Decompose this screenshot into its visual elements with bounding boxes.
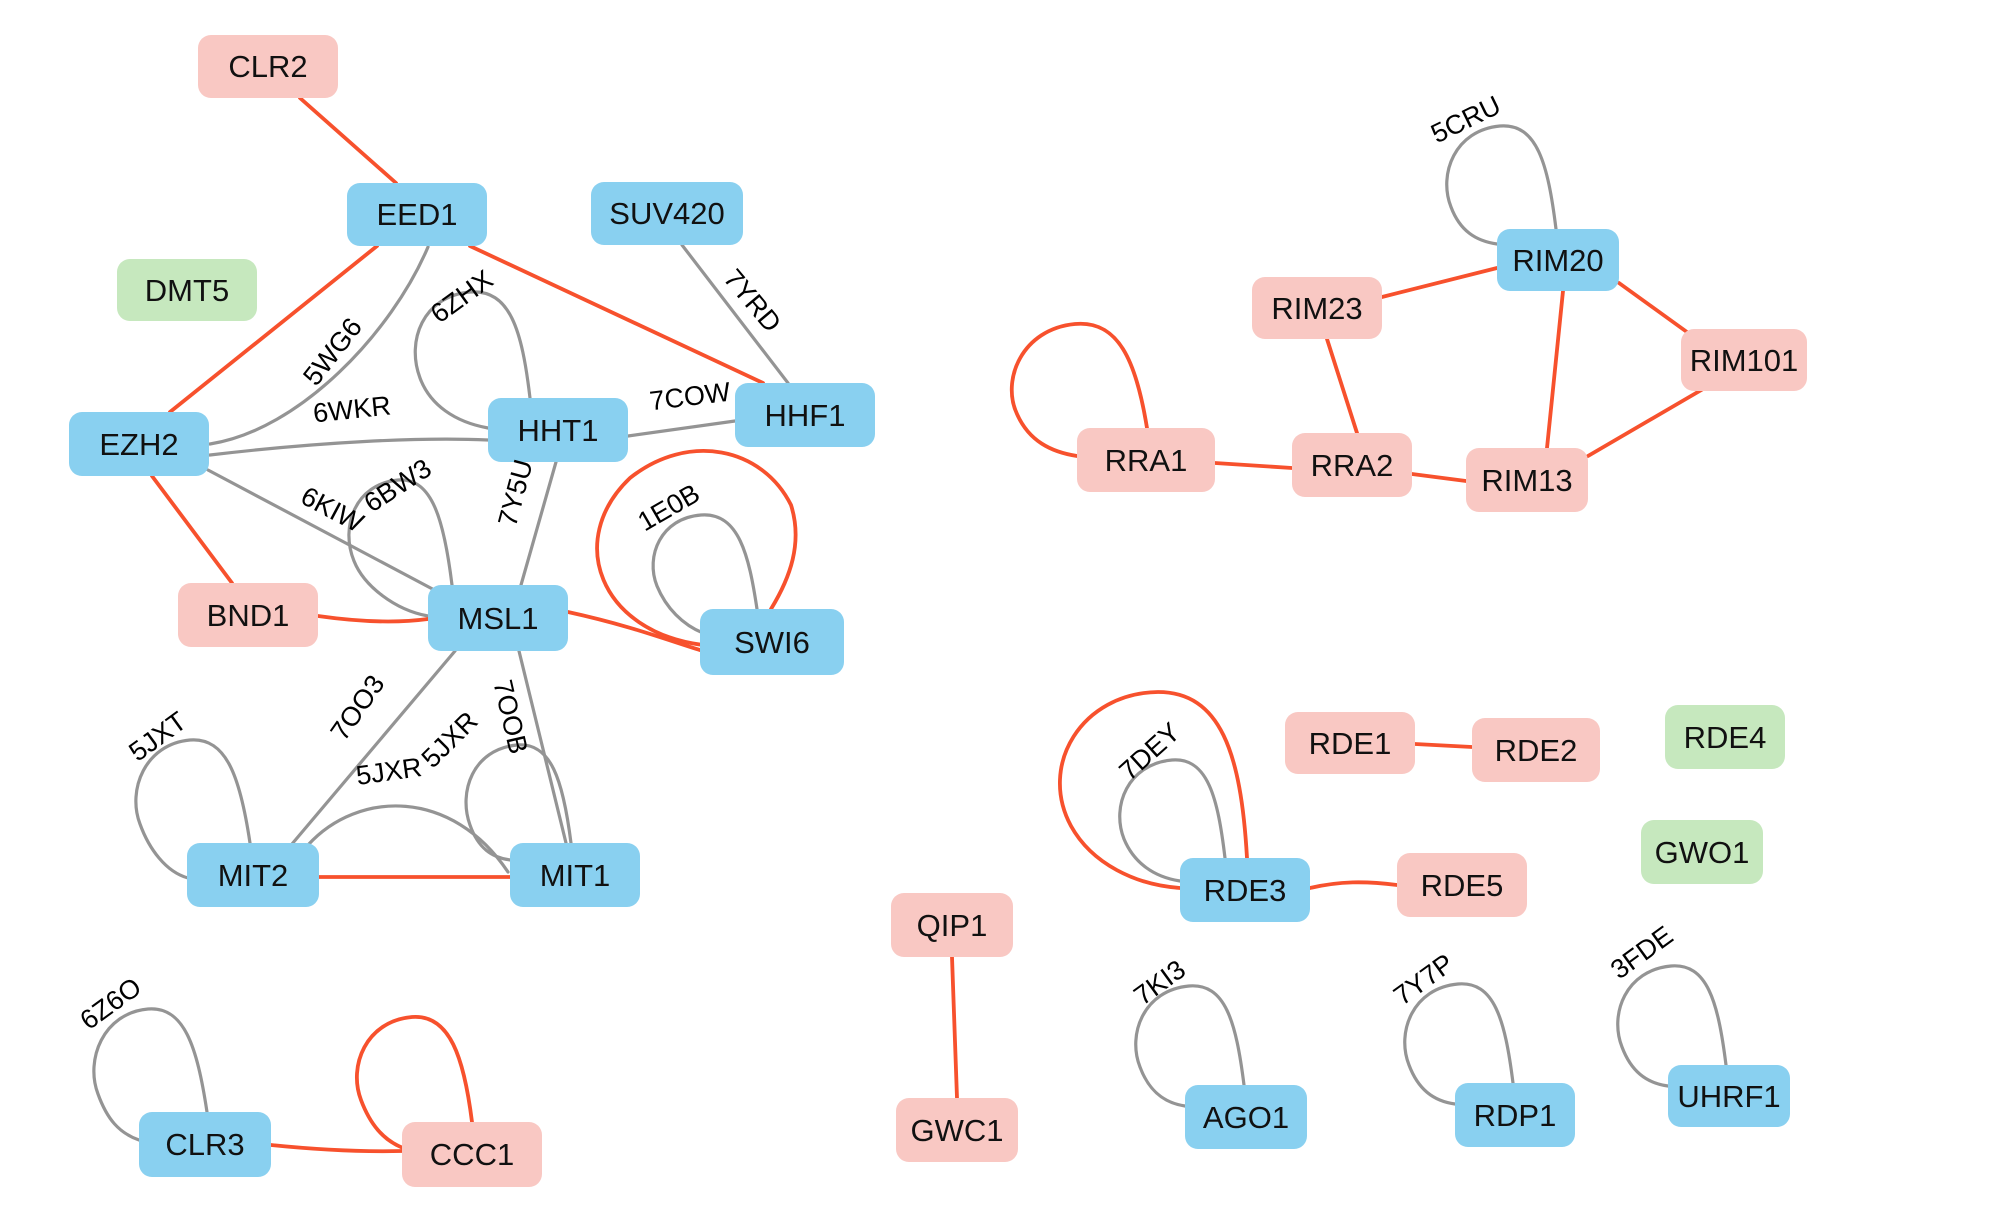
node-GWC1[interactable]: GWC1 <box>896 1098 1018 1162</box>
edge-UHRF1-selfloop-3FDE[interactable] <box>1616 964 1728 1088</box>
node-MIT1[interactable]: MIT1 <box>510 843 640 907</box>
node-HHF1[interactable]: HHF1 <box>735 383 875 447</box>
edge-RDE3-RDE5[interactable] <box>1308 880 1399 890</box>
edge-EED1-EZH2-5WG6[interactable] <box>208 245 430 446</box>
edge-RIM20-selfloop-5CRU[interactable] <box>1445 124 1558 246</box>
node-RIM13[interactable]: RIM13 <box>1466 448 1588 512</box>
edge-BND1-MSL1[interactable] <box>316 614 430 624</box>
edge-CLR3-selfloop-6Z6O[interactable] <box>92 1007 209 1142</box>
edge-MIT2-selfloop-5JXT[interactable] <box>134 738 252 880</box>
node-EED1[interactable]: EED1 <box>347 183 487 246</box>
edge-RRA2-RIM13[interactable] <box>1410 472 1468 483</box>
node-SWI6[interactable]: SWI6 <box>700 609 844 675</box>
node-CCC1[interactable]: CCC1 <box>402 1122 542 1187</box>
edge-RDE3-red-selfloop[interactable] <box>1058 690 1249 890</box>
edge-RRA1-RRA2[interactable] <box>1213 461 1294 470</box>
edge-EED1-HHF1[interactable] <box>468 244 765 385</box>
edge-RDE3-selfloop-7DEY[interactable] <box>1118 758 1227 883</box>
edge-MIT2-MIT1-5JXR[interactable] <box>306 804 510 874</box>
edge-MIT1-selfloop-5JXR[interactable] <box>464 743 573 862</box>
edge-HHT1-MSL1-7Y5U[interactable] <box>519 460 558 587</box>
edge-RIM13-RIM101[interactable] <box>1586 387 1705 458</box>
node-SUV420[interactable]: SUV420 <box>591 182 743 245</box>
edge-MSL1-MIT1-7OOB[interactable] <box>517 649 568 845</box>
edge-RIM23-RRA2[interactable] <box>1325 337 1359 435</box>
node-EZH2[interactable]: EZH2 <box>69 412 209 476</box>
edge-MSL1-SWI6[interactable] <box>566 610 705 653</box>
edge-CLR2-EED1[interactable] <box>298 96 398 185</box>
edge-SUV420-HHF1-7YRD[interactable] <box>680 243 790 385</box>
node-BND1[interactable]: BND1 <box>178 583 318 647</box>
edge-AGO1-selfloop-7KI3[interactable] <box>1134 984 1246 1108</box>
node-MSL1[interactable]: MSL1 <box>428 585 568 651</box>
node-QIP1[interactable]: QIP1 <box>891 893 1013 957</box>
edge-HHT1-HHF1-7COW[interactable] <box>626 419 737 438</box>
edge-RDE1-RDE2[interactable] <box>1413 742 1474 749</box>
node-RDE5[interactable]: RDE5 <box>1397 853 1527 917</box>
edge-CLR3-CCC1[interactable] <box>269 1143 404 1154</box>
node-RDE4[interactable]: RDE4 <box>1665 705 1785 769</box>
node-RRA1[interactable]: RRA1 <box>1077 428 1215 492</box>
edge-RIM23-RIM20[interactable] <box>1380 266 1499 299</box>
node-CLR2[interactable]: CLR2 <box>198 35 338 98</box>
edge-QIP1-GWC1[interactable] <box>950 955 959 1100</box>
node-GWO1[interactable]: GWO1 <box>1641 820 1763 884</box>
node-AGO1[interactable]: AGO1 <box>1185 1085 1307 1149</box>
node-RDP1[interactable]: RDP1 <box>1455 1083 1575 1147</box>
edge-EZH2-MSL1-6KIW[interactable] <box>206 468 442 595</box>
edge-CCC1-red-selfloop[interactable] <box>355 1015 474 1150</box>
edge-EZH2-HHT1-6WKR[interactable] <box>208 437 490 457</box>
node-MIT2[interactable]: MIT2 <box>187 843 319 907</box>
node-RIM101[interactable]: RIM101 <box>1681 329 1807 391</box>
edge-HHT1-selfloop-6ZHX[interactable] <box>413 290 532 430</box>
edge-RDP1-selfloop-7Y7P[interactable] <box>1403 982 1515 1106</box>
node-RRA2[interactable]: RRA2 <box>1292 433 1412 497</box>
edge-SWI6-selfloop-1E0B[interactable] <box>651 513 759 635</box>
node-UHRF1[interactable]: UHRF1 <box>1668 1065 1790 1127</box>
edge-RRA1-red-selfloop[interactable] <box>1009 321 1149 458</box>
edge-MSL1-MIT2-7OO3[interactable] <box>290 649 457 846</box>
node-RDE2[interactable]: RDE2 <box>1472 718 1600 782</box>
edge-MSL1-selfloop-6BW3[interactable] <box>347 478 454 618</box>
node-DMT5[interactable]: DMT5 <box>117 259 257 321</box>
node-RIM20[interactable]: RIM20 <box>1497 229 1619 291</box>
edge-EED1-EZH2[interactable] <box>168 244 379 414</box>
edge-RIM20-RIM101[interactable] <box>1617 281 1700 342</box>
edge-SWI6-red-selfloop[interactable] <box>595 449 798 647</box>
node-RDE1[interactable]: RDE1 <box>1285 712 1415 774</box>
node-CLR3[interactable]: CLR3 <box>139 1112 271 1177</box>
edge-EZH2-BND1[interactable] <box>150 474 234 585</box>
edge-RIM20-RIM13[interactable] <box>1545 289 1565 450</box>
node-RIM23[interactable]: RIM23 <box>1252 277 1382 339</box>
node-RDE3[interactable]: RDE3 <box>1180 858 1310 922</box>
node-HHT1[interactable]: HHT1 <box>488 398 628 462</box>
